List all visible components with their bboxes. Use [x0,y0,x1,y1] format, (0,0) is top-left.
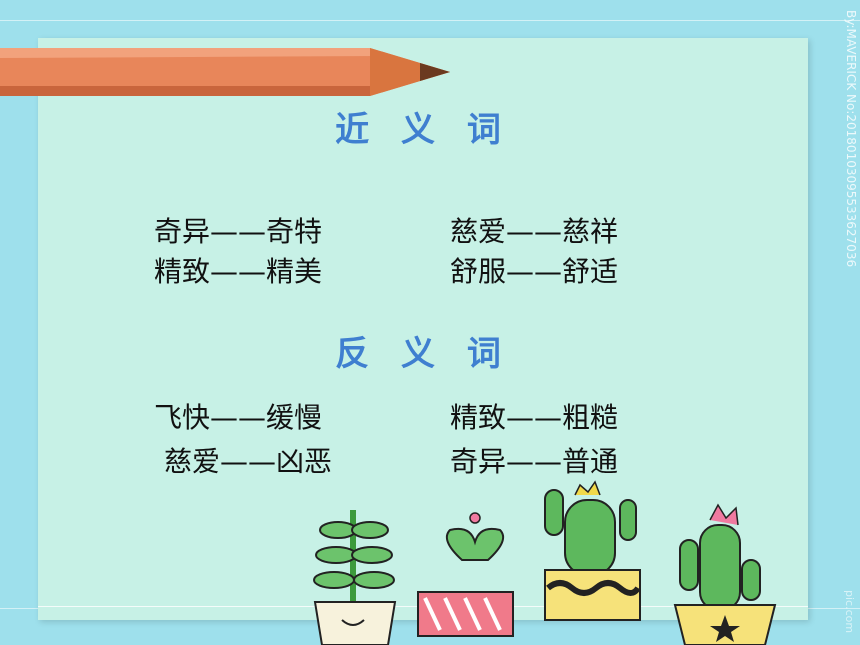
antonym-pair-3: 慈爱——凶恶 [164,445,333,478]
watermark-text: By:MAVERICK No:20180103095533627036 [844,10,858,268]
watermark-bottom-text: pic.com [843,590,856,634]
plant-pots-icon [313,480,777,645]
synonym-pair-3: 精致——精美 [154,255,323,288]
synonym-pair-1: 奇异——奇特 [154,215,323,248]
synonym-pair-4: 舒服——舒适 [450,255,619,288]
content-card: 近 义 词 奇异——奇特 慈爱——慈祥 精致——精美 舒服——舒适 反 义 词 … [38,38,808,620]
antonym-pair-4: 奇异——普通 [450,445,619,478]
synonyms-title: 近 义 词 [335,110,511,150]
synonym-pair-2: 慈爱——慈祥 [450,215,619,248]
decor-line-top [0,20,860,21]
antonym-pair-1: 飞快——缓慢 [154,401,323,434]
antonyms-title: 反 义 词 [335,334,511,374]
antonym-pair-2: 精致——粗糙 [450,401,619,434]
pencil-icon [0,48,450,96]
